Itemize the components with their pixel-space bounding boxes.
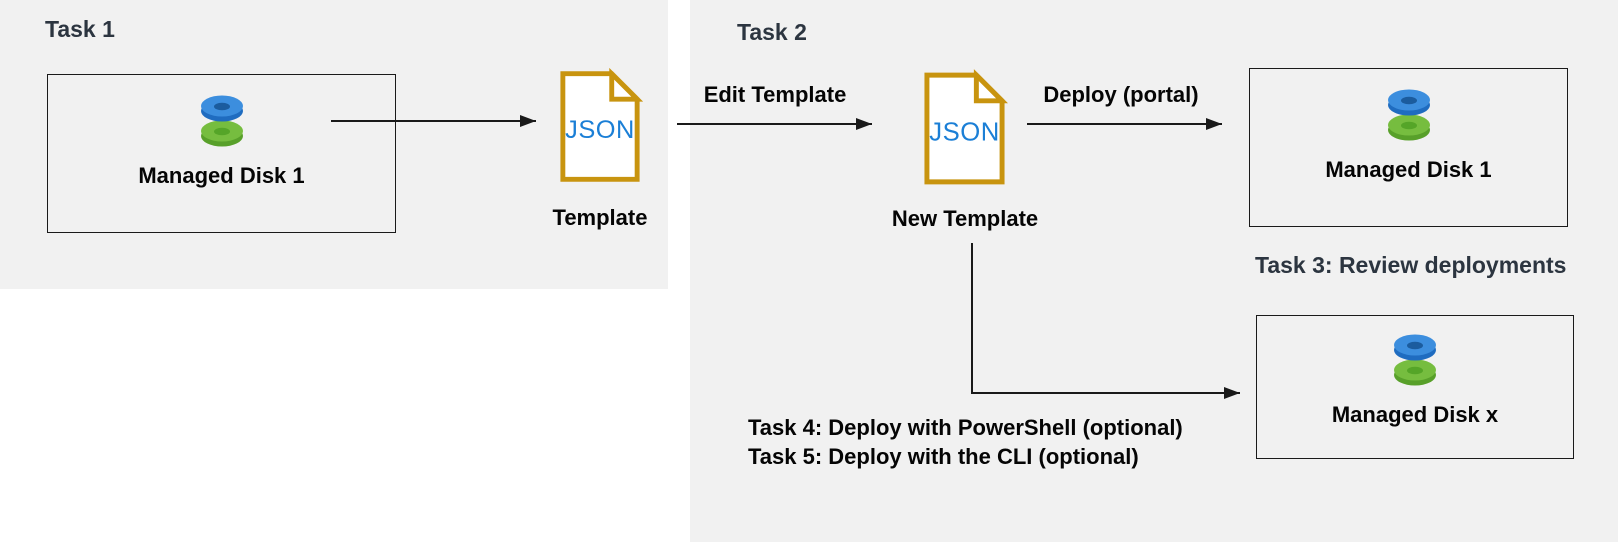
json-new-template-file-icon: JSON xyxy=(921,69,1008,188)
new-template-caption: New Template xyxy=(891,206,1039,231)
managed-disk-1-deployed-box: Managed Disk 1 xyxy=(1249,68,1568,227)
managed-disk-1-source-label: Managed Disk 1 xyxy=(138,163,305,188)
deploy-portal-arrow-label: Deploy (portal) xyxy=(1043,82,1199,107)
task3-heading: Task 3: Review deployments xyxy=(1255,252,1567,278)
template-caption: Template xyxy=(552,205,648,230)
task1-title: Task 1 xyxy=(45,16,115,42)
managed-disk-icon xyxy=(1387,89,1430,141)
task1-panel xyxy=(0,0,668,289)
task2-title: Task 2 xyxy=(737,19,807,45)
managed-disk-icon xyxy=(1394,334,1436,386)
managed-disk-x-box: Managed Disk x xyxy=(1256,315,1574,459)
json-file-type-text: JSON xyxy=(929,118,1000,146)
managed-disk-icon xyxy=(200,95,243,147)
json-template-file-icon: JSON xyxy=(557,67,643,186)
managed-disk-x-label: Managed Disk x xyxy=(1331,402,1499,427)
managed-disk-1-source-box: Managed Disk 1 xyxy=(47,74,396,233)
managed-disk-1-deployed-label: Managed Disk 1 xyxy=(1325,157,1492,182)
task4-text: Task 4: Deploy with PowerShell (optional… xyxy=(748,415,1183,440)
task5-text: Task 5: Deploy with the CLI (optional) xyxy=(748,444,1139,469)
edit-template-arrow-label: Edit Template xyxy=(703,82,847,107)
json-file-type-text: JSON xyxy=(565,116,635,144)
